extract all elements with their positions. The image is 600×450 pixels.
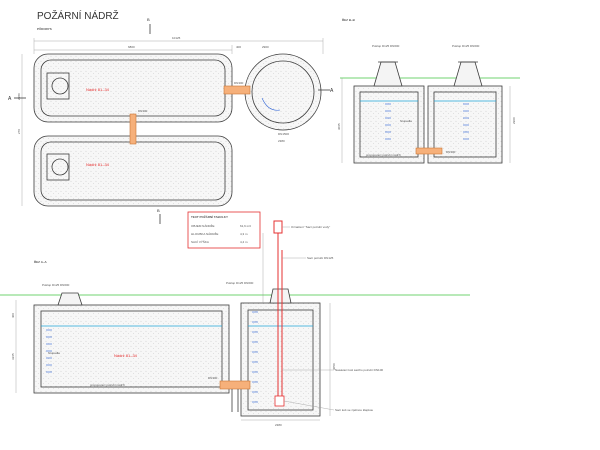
cut-marker-b-bottom: B [157, 208, 160, 213]
table-row-1-value: 61,6 m3 [240, 224, 251, 228]
plan-link-label: DN300 [138, 109, 148, 113]
dim-aa-width: 2380 [275, 423, 282, 427]
aa-ladder-left [46, 329, 52, 373]
bb-pipe-label: DN300 [446, 150, 456, 154]
plan-tank1-label: Nádrž 81–34 [86, 87, 110, 92]
dim-overall-length: 10125 [172, 36, 181, 40]
aa-suction-sign-label: Označení "Sací potrubí vody" [291, 225, 330, 229]
dim-shaft-diameter: 2380 [278, 139, 285, 143]
aa-suction-socket-label: Nasávací koš sacího potrubí DN100 [335, 368, 383, 372]
dim-gap: 400 [236, 45, 241, 49]
aa-cover-left: Poklop D125 DN600 [42, 283, 70, 287]
bb-ladder-label: Stupadla [400, 119, 412, 123]
bb-cover-right: Poklop D125 DN600 [452, 44, 480, 48]
dim-bb-width: 2900 [512, 117, 516, 124]
dim-tank-length: 6800 [128, 45, 135, 49]
fire-data-table: TEXT POŽÁRNÍ TABULKY OBJEM NÁDRŽE 61,6 m… [187, 211, 261, 249]
plan-caption: PŮDORYS [37, 26, 52, 31]
aa-ladder-right [252, 311, 258, 403]
table-row-3-value: 4,4 m [240, 240, 248, 244]
aa-cover-mid: Poklop D125 DN600 [226, 281, 254, 285]
dim-tank-width: 2380 [17, 93, 21, 100]
table-header: TEXT POŽÁRNÍ TABULKY [191, 214, 228, 219]
aa-inlet-label: Sací koš se zpětnou klapkou [335, 408, 374, 412]
table-row-3-label: SACÍ VÝŠKA [191, 239, 209, 244]
aa-suction-pipe-label: Sací potrubí DN125 [307, 256, 334, 260]
table-row-2-label: HLOUBKA NÁDRŽE [191, 231, 218, 236]
bb-connection-label: propojovací potrubí nádrží [366, 153, 401, 157]
cut-marker-a-right: A [330, 88, 334, 94]
dim-shaft-opening: DN1500 [278, 132, 289, 136]
dim-aa-depth: 3050 [332, 363, 336, 370]
bb-cover-left: Poklop D125 DN600 [372, 44, 400, 48]
dim-gap-between-tanks: 270 [17, 129, 21, 134]
aa-tank-label: Nádrž 81–34 [114, 353, 138, 358]
aa-ladder-label: Stupadla [48, 351, 60, 355]
section-aa: ŘEZ A–A Poklop D125 DN600 Poklop D125 DN… [0, 220, 470, 427]
bb-ladder-right [463, 103, 469, 140]
plan-shaft-pipe-label: DN300 [234, 81, 244, 85]
drawing-title: POŽÁRNÍ NÁDRŽ [37, 9, 119, 22]
plan-view: 10125 6800 400 2900 2380 270 Nádrž 81–34… [8, 17, 334, 224]
table-row-2-value: 4,3 m [240, 232, 248, 236]
aa-pipe-label: DN300 [208, 376, 218, 380]
dim-shaft-length: 2900 [262, 45, 269, 49]
cut-marker-a-left: A [8, 96, 12, 102]
table-row-1-label: OBJEM NÁDRŽE [191, 223, 215, 228]
dim-aa-left-height: 3265 [11, 353, 15, 360]
cut-marker-b-top: B [147, 17, 150, 22]
dim-bb-depth: 3065 [337, 123, 341, 130]
plan-tank2-label: Nádrž 81–34 [86, 162, 110, 167]
dim-aa-left-top: 400 [11, 313, 15, 318]
section-bb-caption: ŘEZ B–B [342, 17, 356, 22]
bb-ladder-left [385, 103, 391, 140]
section-bb: ŘEZ B–B Poklop D125 DN600 Poklop D125 DN… [337, 17, 520, 164]
section-aa-caption: ŘEZ A–A [34, 259, 48, 264]
aa-connection-label: propojovací potrubí nádrží [90, 383, 125, 387]
